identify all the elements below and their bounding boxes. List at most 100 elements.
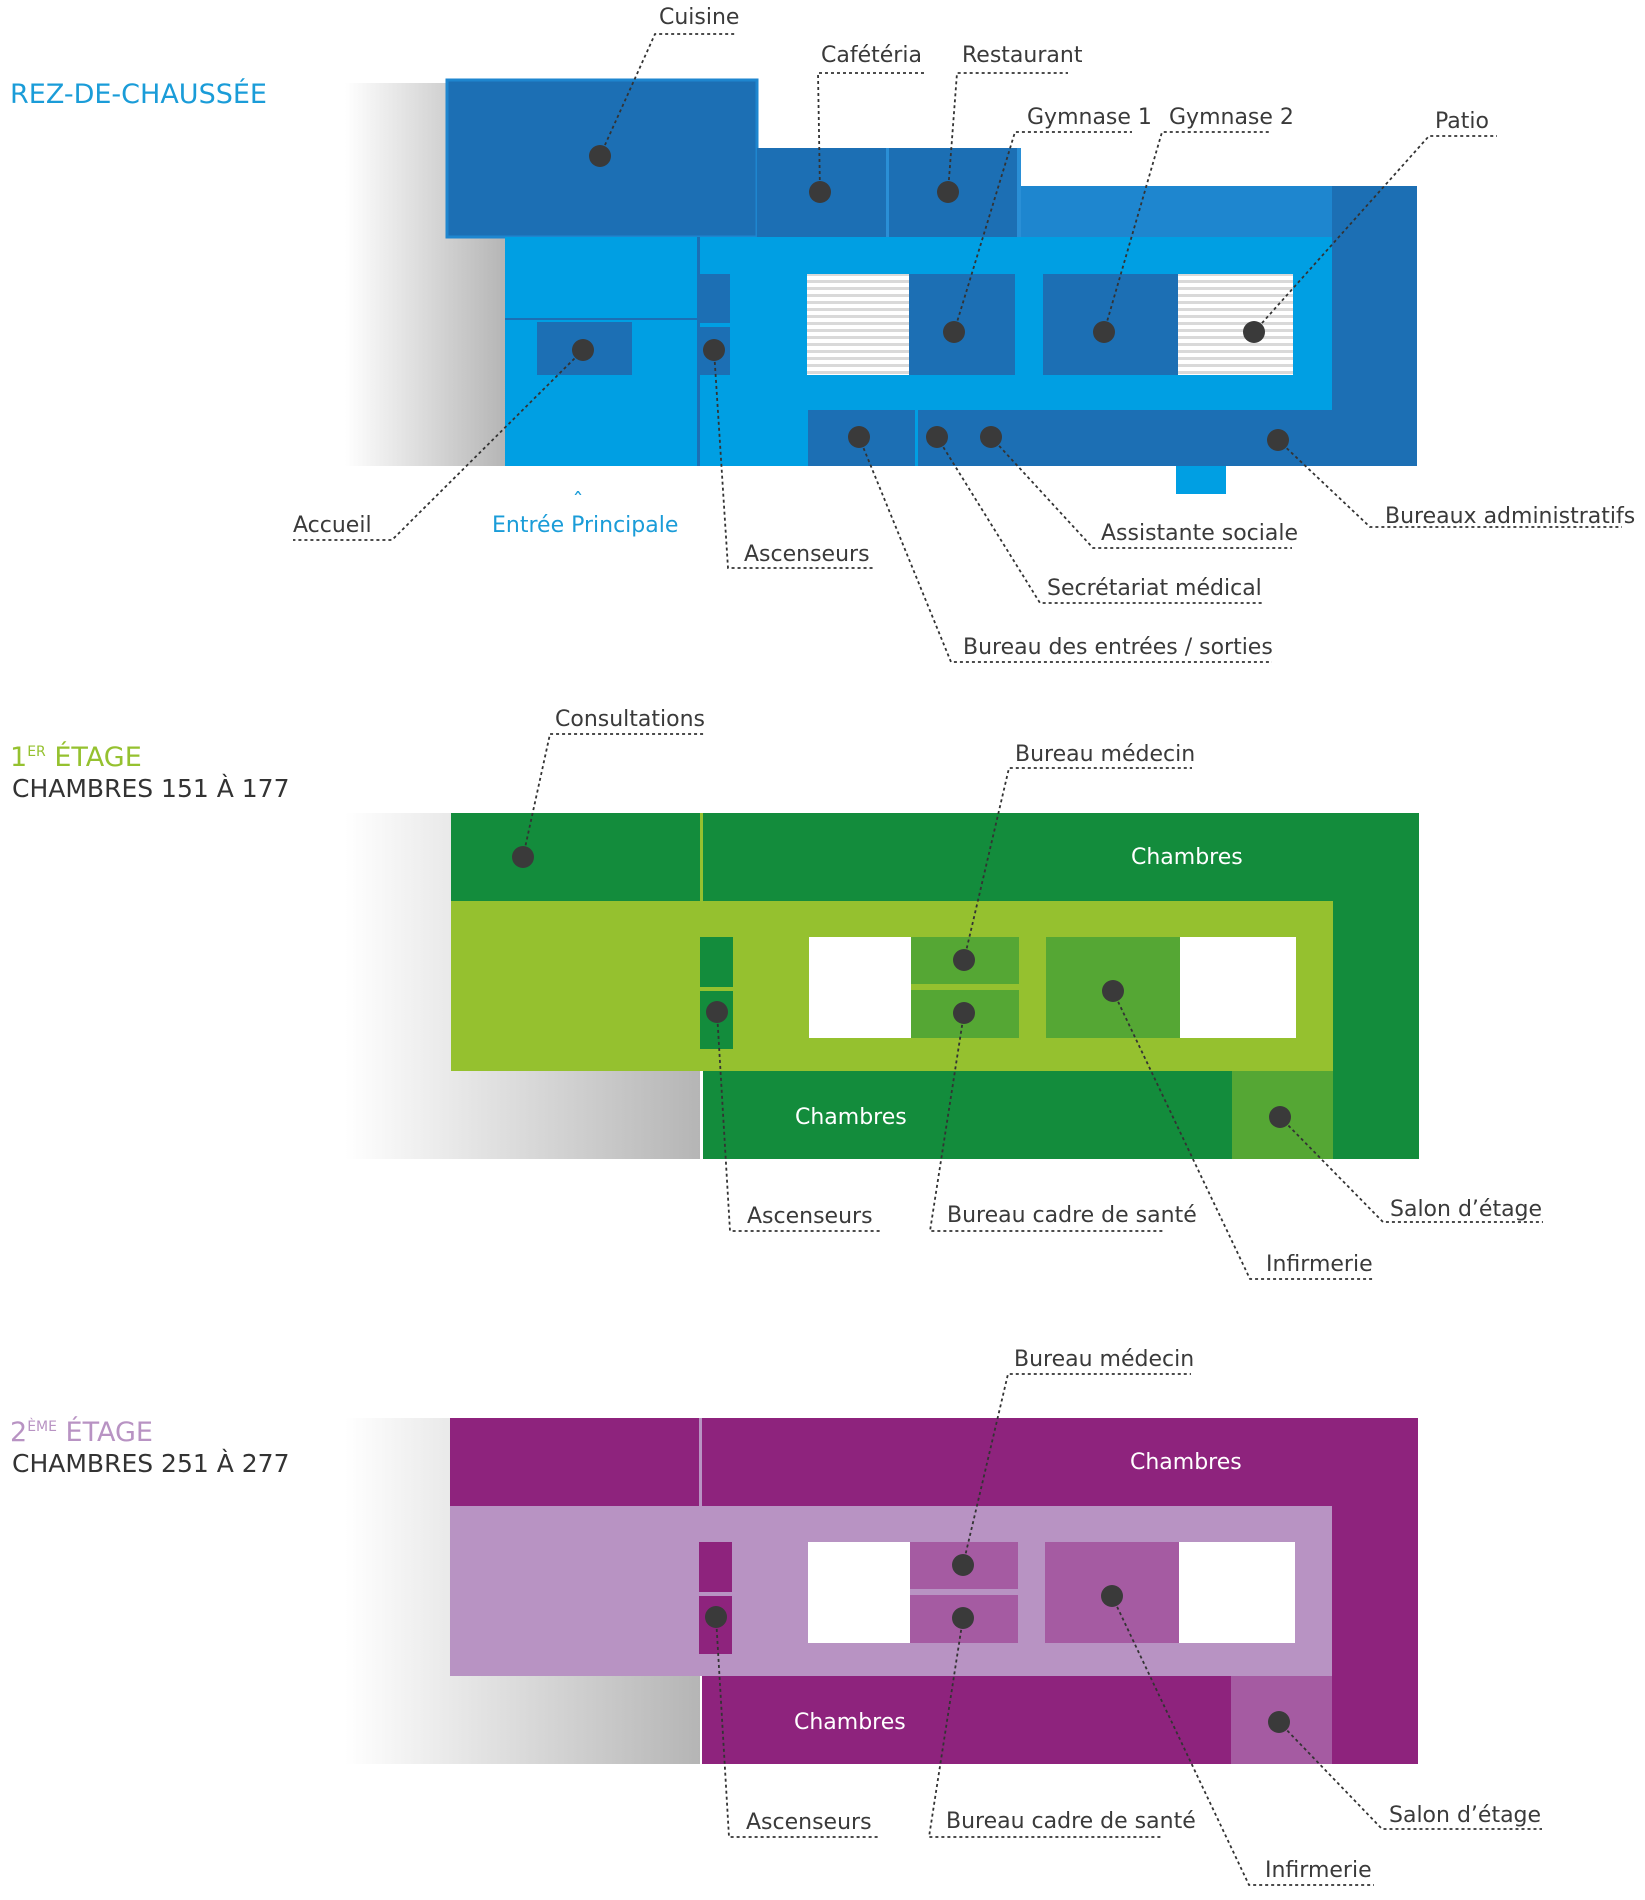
label-chambres-top: Chambres — [1131, 845, 1243, 870]
leader-bureau-cadre — [927, 1617, 1163, 1838]
label-ascenseurs: Ascenseurs — [747, 1204, 873, 1229]
patio-left — [807, 274, 909, 375]
marker-restaurant — [937, 181, 959, 203]
marker-consultations — [512, 846, 534, 868]
label-gymnase2: Gymnase 2 — [1169, 105, 1294, 130]
label-chambres-bottom: Chambres — [794, 1710, 906, 1735]
label-patio: Patio — [1435, 109, 1489, 134]
leader-bureau-medecin — [963, 767, 1192, 961]
marker-salon — [1268, 1711, 1290, 1733]
leader-restaurant — [947, 72, 1068, 193]
marker-bureau-cadre — [952, 1607, 974, 1629]
label-restaurant: Restaurant — [962, 43, 1083, 68]
label-bureaux-administratifs: Bureaux administratifs — [1385, 504, 1635, 529]
leader-bureaux-admin — [1277, 439, 1622, 528]
leader-bureau-cadre — [928, 1012, 1164, 1232]
courtyard-right — [1180, 937, 1296, 1038]
first-floor-title-word: ÉTAGE — [46, 741, 142, 773]
vertical-wall — [700, 813, 703, 937]
top-row-edge — [1017, 148, 1021, 237]
marker-salon — [1269, 1106, 1291, 1128]
first-floor-subtitle: CHAMBRES 151 À 177 — [12, 774, 290, 803]
courtyard-left — [808, 1542, 910, 1643]
marker-accueil — [572, 339, 594, 361]
elevator-shaft — [699, 1542, 732, 1654]
label-ascenseurs: Ascenseurs — [744, 542, 870, 567]
marker-ascenseurs — [705, 1606, 727, 1628]
leader-patio — [1253, 135, 1497, 333]
leader-infirmerie — [1112, 990, 1375, 1280]
second-floor-title-sup: ÈME — [27, 1418, 57, 1435]
leader-bureau-medecin — [962, 1373, 1191, 1566]
vertical-wall — [699, 1418, 702, 1542]
top-row-divider — [886, 148, 889, 237]
first-floor: 1ER ÉTAGE CHAMBRES 151 À 177 Consultatio… — [10, 707, 1543, 1280]
leader-salon — [1278, 1721, 1542, 1830]
marker-gymnase2 — [1093, 321, 1115, 343]
bottom-tab — [1176, 466, 1226, 494]
marker-cafeteria — [809, 181, 831, 203]
ground-floor: REZ-DE-CHAUSSÉE — [10, 5, 1635, 663]
label-entree-principale: Entrée Principale — [492, 513, 678, 538]
label-salon: Salon d’étage — [1389, 1803, 1541, 1828]
first-floor-title: 1ER ÉTAGE — [10, 741, 142, 773]
label-infirmerie: Infirmerie — [1265, 1858, 1372, 1883]
marker-ascenseurs — [703, 339, 725, 361]
marker-infirmerie — [1102, 980, 1124, 1002]
label-bureau-medecin: Bureau médecin — [1015, 742, 1195, 767]
leader-bureau-entrees — [858, 436, 1272, 663]
label-ascenseurs: Ascenseurs — [746, 1810, 872, 1835]
rooms-top — [450, 1418, 1418, 1506]
label-accueil: Accueil — [293, 513, 372, 538]
leader-assistante — [990, 436, 1292, 549]
leader-ascenseurs — [713, 349, 875, 569]
label-infirmerie: Infirmerie — [1266, 1252, 1373, 1277]
leader-ascenseurs — [715, 1616, 879, 1838]
bottom-row-offices — [808, 410, 1332, 466]
label-bureau-cadre: Bureau cadre de santé — [946, 1809, 1196, 1834]
marker-bureau-cadre — [953, 1002, 975, 1024]
label-chambres-top: Chambres — [1130, 1450, 1242, 1475]
marker-infirmerie — [1101, 1585, 1123, 1607]
bureaux-admin-block — [1332, 186, 1417, 466]
room-patio — [1178, 274, 1293, 375]
rooms-top — [451, 813, 1419, 901]
label-secretariat-medical: Secrétariat médical — [1047, 576, 1262, 601]
label-chambres-bottom: Chambres — [795, 1105, 907, 1130]
second-floor-title: 2ÈME ÉTAGE — [10, 1416, 153, 1448]
entree-arrow: ˆ — [573, 490, 584, 515]
first-floor-title-num: 1 — [10, 742, 27, 773]
label-gymnase1: Gymnase 1 — [1027, 105, 1152, 130]
label-cafeteria: Cafétéria — [821, 43, 922, 68]
marker-bureaux-admin — [1267, 429, 1289, 451]
elevator-divider — [699, 1592, 732, 1596]
label-bureau-cadre: Bureau cadre de santé — [947, 1203, 1197, 1228]
marker-bureau-medecin — [952, 1554, 974, 1576]
leader-secretariat — [936, 436, 1262, 604]
marker-patio — [1243, 321, 1265, 343]
elevator-divider — [700, 323, 730, 327]
label-bureau-medecin: Bureau médecin — [1014, 1347, 1194, 1372]
label-assistante-sociale: Assistante sociale — [1101, 521, 1298, 546]
room-strip-top-right — [1020, 186, 1332, 237]
second-floor-title-num: 2 — [10, 1417, 27, 1448]
elevator-shaft — [700, 937, 733, 1049]
label-bureau-entrees-sorties: Bureau des entrées / sorties — [963, 635, 1273, 660]
label-cuisine: Cuisine — [659, 5, 739, 30]
elevator-divider — [700, 987, 733, 991]
vertical-wall — [697, 237, 700, 466]
courtyard-left — [809, 937, 911, 1038]
courtyard-right — [1179, 1542, 1295, 1643]
marker-ascenseurs — [706, 1001, 728, 1023]
second-floor-title-word: ÉTAGE — [57, 1416, 153, 1448]
marker-bureau-medecin — [953, 949, 975, 971]
marker-assistante — [980, 426, 1002, 448]
leader-salon — [1279, 1116, 1543, 1223]
first-floor-title-sup: ER — [27, 744, 46, 760]
left-wall-line — [505, 318, 697, 320]
bottom-row-divider — [915, 410, 918, 466]
leader-consultations — [522, 733, 704, 858]
label-salon: Salon d’étage — [1390, 1197, 1542, 1222]
ground-floor-title: REZ-DE-CHAUSSÉE — [10, 78, 267, 110]
